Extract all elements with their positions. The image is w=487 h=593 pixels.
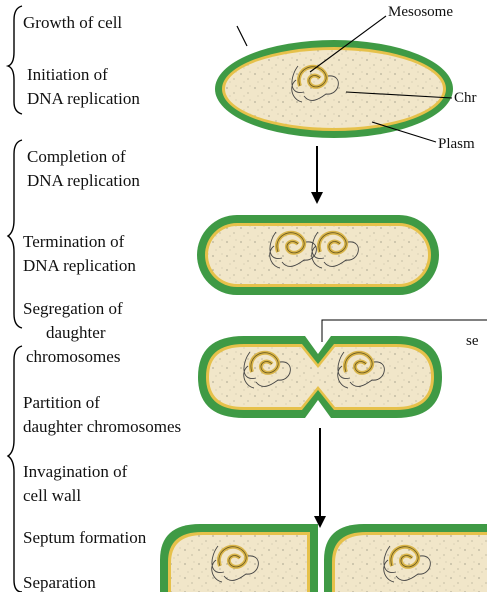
- cell-wall-pointer: [237, 26, 247, 46]
- arrow-2: [314, 428, 326, 528]
- brace-group-1: [8, 6, 22, 114]
- arrow-1: [311, 146, 323, 204]
- daughter-cell-left: [160, 524, 318, 592]
- daughter-cell-right: [324, 524, 487, 592]
- brace-group-2: [8, 140, 22, 328]
- brace-group-3: [8, 346, 22, 592]
- cell-3: [198, 336, 442, 418]
- cell-2: [197, 215, 439, 295]
